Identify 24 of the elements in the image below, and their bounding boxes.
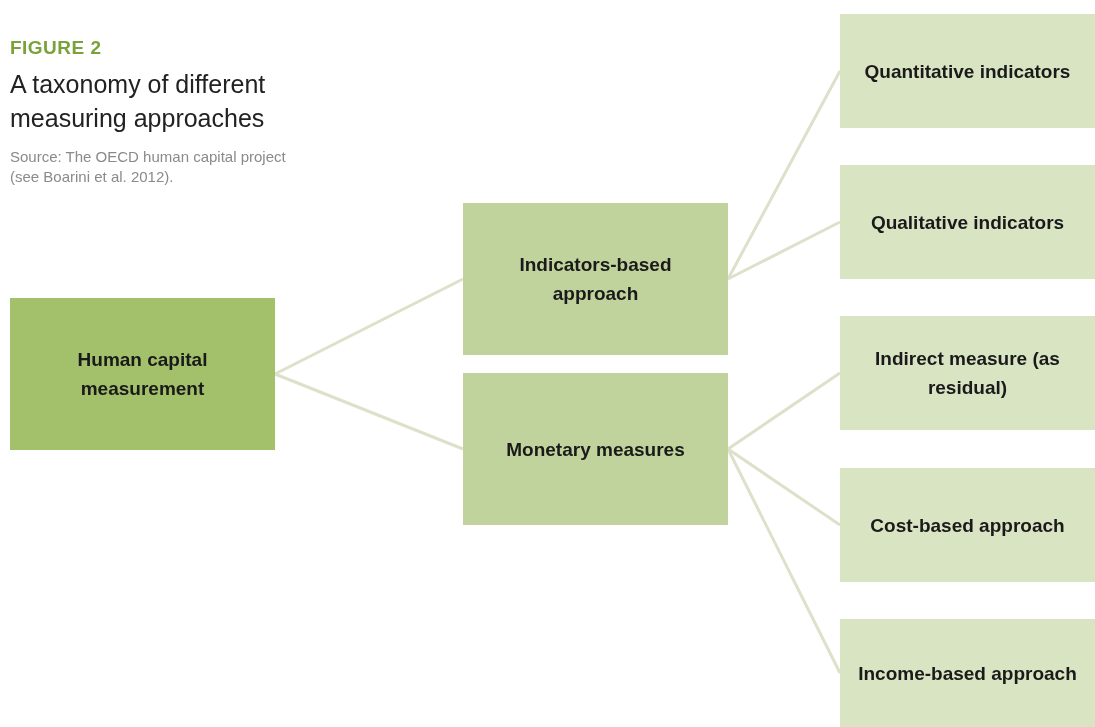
connector-line <box>727 447 841 527</box>
box-label: Human capital measurement <box>76 348 209 401</box>
connector-line <box>727 371 841 451</box>
category-box <box>463 373 728 525</box>
box-label: Income-based approach <box>858 661 1077 686</box>
box-label: Indirect measure (as residual) <box>874 347 1061 400</box>
box-label: Indicators-based approach <box>518 253 673 306</box>
connector-line <box>727 220 841 281</box>
category-box <box>840 165 1095 279</box>
category-box <box>10 298 275 450</box>
category-box <box>463 203 728 355</box>
figure-number: FIGURE 2 <box>10 36 103 60</box>
connector-line <box>274 372 464 451</box>
box-label: Qualitative indicators <box>870 210 1065 235</box>
source-note: Source: The OECD human capital project (see Boarini et al. 2012). <box>10 146 287 187</box>
category-box <box>840 14 1095 128</box>
box-label: Quantitative indicators <box>864 59 1071 84</box>
box-label: Cost-based approach <box>870 513 1065 538</box>
connector-line <box>274 277 464 376</box>
figure-title: A taxonomy of different measuring approaches <box>10 68 267 134</box>
category-box <box>840 316 1095 430</box>
category-box <box>840 619 1095 727</box>
category-box <box>840 468 1095 582</box>
box-label: Monetary measures <box>506 437 685 462</box>
